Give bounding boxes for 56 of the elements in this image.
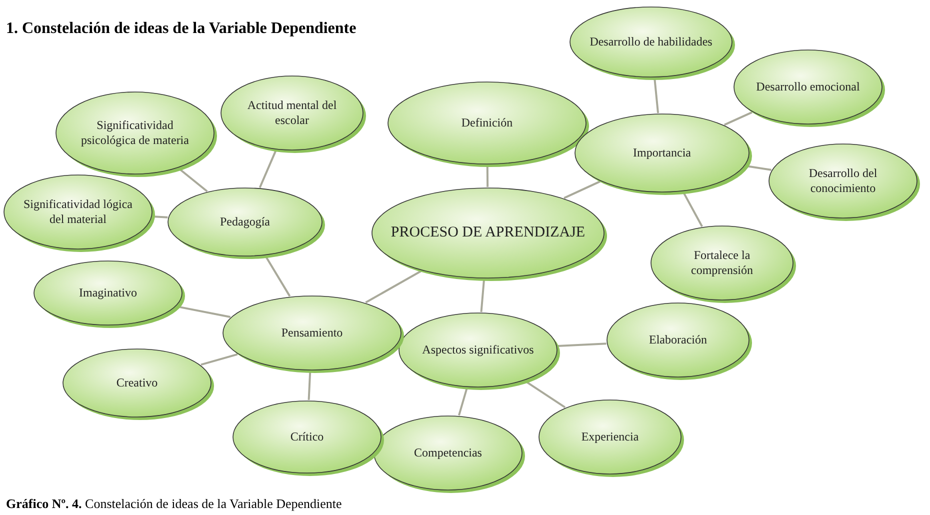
idea-ellipse	[167, 187, 323, 257]
idea-ellipse	[538, 399, 682, 475]
idea-ellipse	[733, 49, 883, 125]
connector-line	[480, 278, 486, 312]
idea-text: Aspectos significativos	[421, 342, 535, 358]
idea-text: Significatividad psicológica de materia	[80, 118, 190, 148]
idea-ellipse	[398, 312, 558, 388]
idea-ellipse	[371, 187, 605, 279]
idea-ellipse	[3, 174, 153, 250]
idea-text: Experiencia	[580, 430, 640, 444]
connector-line	[200, 353, 238, 366]
connector-line	[564, 180, 601, 199]
idea-ellipse	[62, 348, 212, 418]
idea-text: Competencias	[413, 446, 483, 460]
connector-line	[486, 164, 489, 187]
idea-ellipse	[569, 6, 733, 78]
figure-caption: Gráfico Nº. 4. Constelación de ideas de la Variable Dependiente	[6, 496, 342, 512]
idea-ellipse	[650, 225, 794, 301]
idea-text: Creativo	[115, 376, 159, 390]
idea-text: Desarrollo emocional	[755, 80, 861, 94]
idea-text: PROCESO DE APRENDIZAJE	[390, 224, 586, 242]
idea-text: Pedagogía	[219, 214, 271, 230]
connector-line	[558, 342, 606, 348]
idea-ellipse	[232, 400, 382, 474]
connector-line	[458, 387, 468, 416]
connector-line	[365, 270, 422, 304]
idea-text: Elaboración	[648, 332, 708, 348]
connector-line	[264, 255, 291, 297]
idea-ellipse	[373, 415, 523, 491]
connector-line	[258, 150, 277, 188]
idea-text: Definición	[460, 116, 514, 130]
connector-line	[654, 78, 660, 114]
diagram-title: 1. Constelación de ideas de la Variable Dependiente	[6, 20, 356, 38]
connector-line	[152, 215, 168, 218]
connector-line	[724, 111, 752, 126]
connector-line	[178, 167, 208, 192]
idea-text: Significatividad lógica del material	[22, 197, 134, 227]
idea-ellipse	[33, 260, 183, 326]
idea-ellipse	[55, 91, 215, 175]
idea-text: Desarrollo de habilidades	[588, 34, 714, 50]
idea-ellipse	[606, 302, 750, 378]
idea-ellipse	[387, 81, 587, 165]
idea-ellipse	[222, 295, 402, 371]
idea-text: Imaginativo	[78, 286, 138, 300]
connector-line	[524, 380, 566, 408]
idea-text: Crítico	[289, 430, 325, 444]
idea-text: Actitud mental del escolar	[246, 98, 338, 128]
idea-text: Desarrollo del conocimiento	[808, 166, 878, 196]
connector-line	[308, 370, 312, 400]
idea-text: Fortalece la comprensión	[690, 248, 754, 278]
idea-ellipse	[574, 113, 750, 193]
connector-line	[682, 191, 703, 227]
idea-ellipse	[768, 143, 918, 219]
idea-text: Pensamiento	[280, 326, 344, 340]
idea-ellipse	[220, 75, 364, 151]
idea-text: Importancia	[632, 146, 692, 160]
